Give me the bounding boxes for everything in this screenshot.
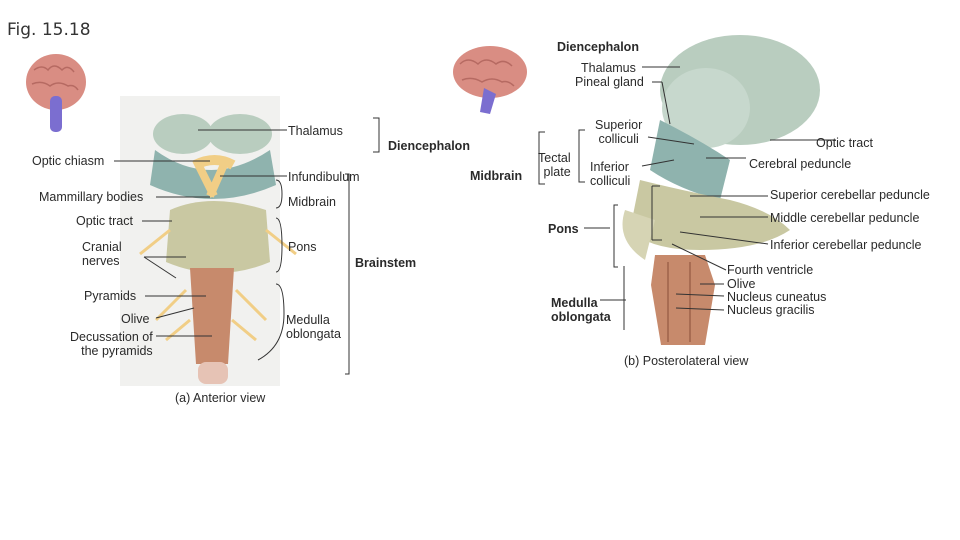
label-nucleus-gracilis: Nucleus gracilis: [727, 303, 815, 317]
label-cranial-nerves: Cranial nerves: [82, 240, 122, 268]
label-inferior-colliculi: Inferior colliculi: [590, 160, 630, 188]
label-optic-chiasm: Optic chiasm: [32, 154, 104, 168]
brain-icon-posterolateral: [453, 46, 527, 114]
brain-icon-anterior: [26, 54, 86, 132]
group-brainstem: Brainstem: [355, 256, 416, 270]
label-infundibulum: Infundibulum: [288, 170, 360, 184]
label-pineal-gland: Pineal gland: [575, 75, 644, 89]
group-diencephalon-posterolateral: Diencephalon: [557, 40, 639, 54]
label-optic-tract-anterior: Optic tract: [76, 214, 133, 228]
label-cerebral-peduncle: Cerebral peduncle: [749, 157, 851, 171]
label-pons-posterolateral: Pons: [548, 222, 579, 236]
label-inferior-cerebellar-peduncle: Inferior cerebellar peduncle: [770, 238, 921, 252]
label-tectal-plate: Tectal plate: [538, 151, 571, 179]
label-pons-anterior: Pons: [288, 240, 317, 254]
label-olive-anterior: Olive: [121, 312, 149, 326]
label-mammillary-bodies: Mammillary bodies: [39, 190, 143, 204]
label-superior-cerebellar-peduncle: Superior cerebellar peduncle: [770, 188, 930, 202]
label-medulla-anterior: Medulla oblongata: [286, 313, 341, 341]
caption-anterior: (a) Anterior view: [175, 391, 265, 405]
label-optic-tract-posterolateral: Optic tract: [816, 136, 873, 150]
label-medulla-posterolateral: Medulla oblongata: [551, 296, 611, 324]
caption-posterolateral: (b) Posterolateral view: [624, 354, 748, 368]
group-diencephalon-anterior: Diencephalon: [388, 139, 470, 153]
label-decussation: Decussation of the pyramids: [70, 330, 153, 358]
label-midbrain-anterior: Midbrain: [288, 195, 336, 209]
label-thalamus-posterolateral: Thalamus: [581, 61, 636, 75]
label-olive-posterolateral: Olive: [727, 277, 755, 291]
group-midbrain: Midbrain: [470, 169, 522, 183]
label-nucleus-cuneatus: Nucleus cuneatus: [727, 290, 826, 304]
label-thalamus-anterior: Thalamus: [288, 124, 343, 138]
label-superior-colliculi: Superior colliculi: [595, 118, 642, 146]
label-fourth-ventricle: Fourth ventricle: [727, 263, 813, 277]
label-middle-cerebellar-peduncle: Middle cerebellar peduncle: [770, 211, 919, 225]
label-pyramids: Pyramids: [84, 289, 136, 303]
